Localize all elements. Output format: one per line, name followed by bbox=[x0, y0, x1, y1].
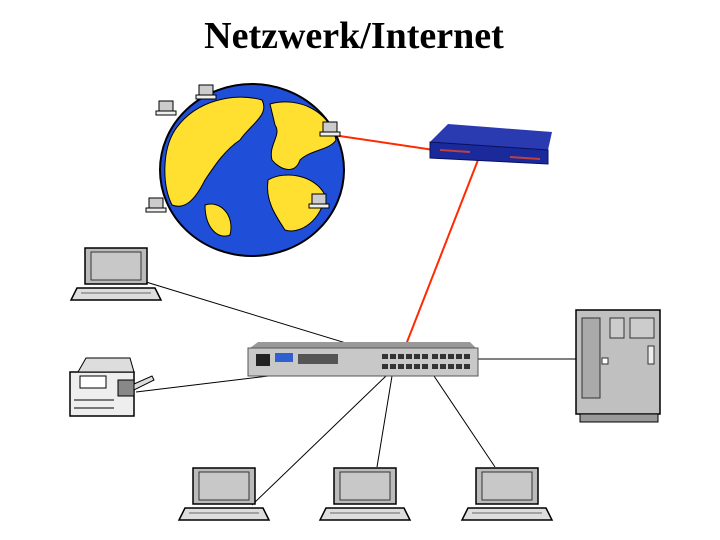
router-icon bbox=[429, 124, 552, 165]
switch-icon bbox=[247, 342, 479, 377]
lan-link-laptop-bottom-2 bbox=[376, 375, 393, 468]
lan-link-laptop-bottom-1 bbox=[251, 375, 387, 506]
laptop-icon-bottom-3 bbox=[461, 467, 553, 521]
remote-computer-icon bbox=[195, 84, 217, 100]
laptop-icon-bottom-1 bbox=[178, 467, 270, 521]
server-icon bbox=[575, 309, 661, 423]
remote-computer-icon bbox=[155, 100, 177, 116]
printer-icon bbox=[69, 357, 155, 417]
wan-link-globe-router bbox=[325, 133, 435, 151]
page-title: Netzwerk/Internet bbox=[204, 15, 504, 57]
wan-link-router-switch bbox=[399, 159, 479, 361]
links bbox=[135, 133, 576, 506]
laptop-icon-bottom-2 bbox=[319, 467, 411, 521]
internet-globe bbox=[145, 83, 345, 257]
remote-computer-icon bbox=[145, 197, 167, 213]
laptop-icon-left bbox=[70, 247, 162, 301]
remote-computer-icon bbox=[319, 121, 341, 137]
remote-computer-icon bbox=[308, 193, 330, 209]
lan-link-laptop-bottom-3 bbox=[433, 375, 496, 468]
